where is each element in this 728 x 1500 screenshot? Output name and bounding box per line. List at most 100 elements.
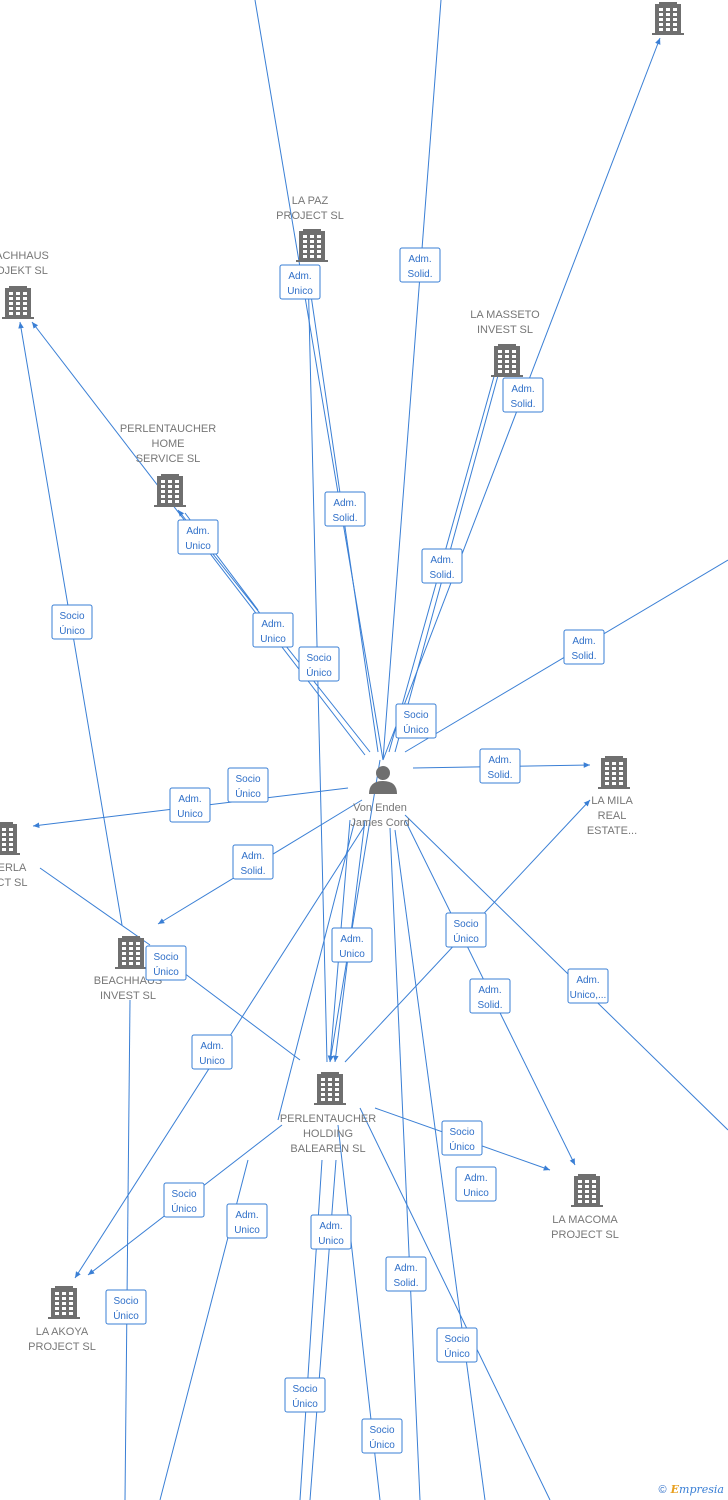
- edge-label-text: Único: [449, 1140, 475, 1153]
- edge-line: [359, 1107, 551, 1500]
- edge-label-text: Adm.: [511, 384, 534, 395]
- edge-label[interactable]: Adm.Solid.: [502, 377, 544, 413]
- node-label-line: PROJECT SL: [276, 210, 344, 222]
- edge-label[interactable]: Adm.Solid.: [479, 748, 521, 784]
- building-icon: [314, 1072, 346, 1105]
- edge-label-text: Único: [113, 1309, 139, 1322]
- building-icon: [296, 229, 328, 262]
- edge-label-text: Socio: [449, 1127, 474, 1138]
- edge-label-text: Unico: [234, 1225, 260, 1236]
- edge-label[interactable]: Adm.Unico: [252, 612, 294, 648]
- edge-label[interactable]: Adm.Unico: [177, 519, 219, 555]
- edge-label-text: Adm.: [241, 851, 264, 862]
- edge-label-text: Socio: [403, 710, 428, 721]
- edge-label-box: [385, 1256, 427, 1292]
- node-top-right[interactable]: [652, 2, 684, 35]
- edge-line: [277, 819, 356, 1121]
- edge-line: [394, 829, 486, 1500]
- edge-label[interactable]: Adm.Unico: [279, 264, 321, 300]
- node-label-line: HOLDING: [303, 1128, 353, 1140]
- edge-label-text: Socio: [171, 1189, 196, 1200]
- edge-label-box: [105, 1289, 147, 1325]
- edge-label-box: [567, 968, 609, 1004]
- edge-label-text: Socio: [369, 1425, 394, 1436]
- node-label-line: ESTATE...: [587, 825, 637, 837]
- edge-line: [382, 0, 442, 761]
- building-icon: [598, 756, 630, 789]
- edge-label-text: Unico: [287, 286, 313, 297]
- edge-label-text: Unico,...: [570, 990, 607, 1001]
- edge-labels-layer: Adm.UnicoAdm.Solid.Adm.Solid.Adm.Solid.A…: [51, 247, 609, 1454]
- edge-label-text: Adm.: [178, 794, 201, 805]
- edge-label-box: [469, 978, 511, 1014]
- edge-label-box: [279, 264, 321, 300]
- edge-label-box: [331, 927, 373, 963]
- edge-label[interactable]: Adm.Unico: [191, 1034, 233, 1070]
- edge-label[interactable]: Adm.Unico: [169, 787, 211, 823]
- building-icon: [154, 474, 186, 507]
- edge-label[interactable]: Adm.Solid.: [563, 629, 605, 665]
- edge-label-box: [361, 1418, 403, 1454]
- edge-label[interactable]: Adm.Solid.: [324, 491, 366, 527]
- edge-label-text: Único: [403, 723, 429, 736]
- edge-label-box: [177, 519, 219, 555]
- node-label-line: LA AKOYA: [36, 1326, 89, 1338]
- edge-label[interactable]: Adm.Unico: [455, 1166, 497, 1202]
- edge-label[interactable]: Adm.Unico: [310, 1214, 352, 1250]
- edge-label[interactable]: Adm.Solid.: [421, 548, 463, 584]
- edge-label[interactable]: Adm.Solid.: [385, 1256, 427, 1292]
- edge-label-box: [421, 548, 463, 584]
- edge-label[interactable]: Adm.Unico: [226, 1203, 268, 1239]
- building-icon: [115, 936, 147, 969]
- node-la-mila[interactable]: LA MILAREALESTATE...: [587, 756, 637, 837]
- edge-label-text: Adm.: [464, 1173, 487, 1184]
- edge-label[interactable]: Adm. Solid.: [399, 247, 441, 283]
- edge-label-text: Socio: [292, 1384, 317, 1395]
- edge-label-text: Solid.: [477, 1000, 502, 1011]
- edge-label-text: Adm.: [408, 254, 431, 265]
- edge-label-text: Unico: [199, 1056, 225, 1067]
- edge-label-text: Solid.: [407, 269, 432, 280]
- edge-label-text: Unico: [339, 949, 365, 960]
- edge-label-text: Socio: [444, 1334, 469, 1345]
- edge-label-text: Socio: [235, 774, 260, 785]
- edge-label-box: [226, 1203, 268, 1239]
- edge-line: [39, 867, 151, 946]
- node-label-line: BEACHHAUS: [94, 975, 162, 987]
- copyright-symbol: ©: [658, 1484, 667, 1496]
- edge-label[interactable]: Adm. Solid.: [469, 978, 511, 1014]
- edge-label-box: [324, 491, 366, 527]
- edge-line: [299, 1159, 323, 1500]
- edge-label[interactable]: Adm.Unico: [331, 927, 373, 963]
- edge-line: [309, 1159, 337, 1500]
- edge-label-box: [445, 912, 487, 948]
- edge-label-text: Adm.: [478, 985, 501, 996]
- edge-label-text: Adm.: [430, 555, 453, 566]
- edge-label[interactable]: Adm.Unico,...: [567, 968, 609, 1004]
- edge-label[interactable]: Adm.Solid.: [232, 844, 274, 880]
- node-label-line: PROJECT SL: [551, 1229, 619, 1241]
